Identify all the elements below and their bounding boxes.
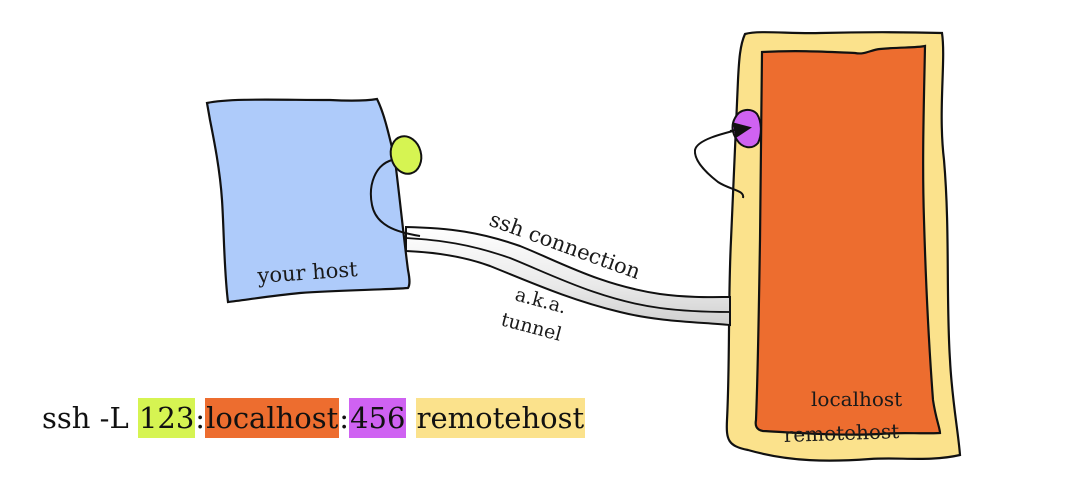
- your-host-box: [205, 97, 411, 304]
- space: [406, 398, 415, 438]
- remote-port-highlight: 456: [349, 398, 407, 438]
- ssh-command: ssh -L 123 : localhost : 456 remotehost: [42, 398, 586, 438]
- local-port-highlight: 123: [137, 398, 196, 438]
- localhost-label: localhost: [811, 387, 902, 411]
- separator: :: [195, 401, 206, 435]
- separator: :: [339, 401, 350, 435]
- remotehost-label: remotehost: [783, 419, 899, 447]
- remote-forward-arrow: [693, 127, 746, 199]
- tunnel-inner-line: [405, 237, 731, 313]
- command-prefix: ssh -L: [42, 401, 138, 435]
- remotehost-highlight: remotehost: [415, 398, 586, 438]
- local-port-123-marker: [389, 135, 423, 175]
- arrow-icon: [729, 122, 752, 139]
- localhost-box: [754, 44, 942, 436]
- host-highlight: localhost: [205, 398, 340, 438]
- local-forward-path: [370, 159, 421, 237]
